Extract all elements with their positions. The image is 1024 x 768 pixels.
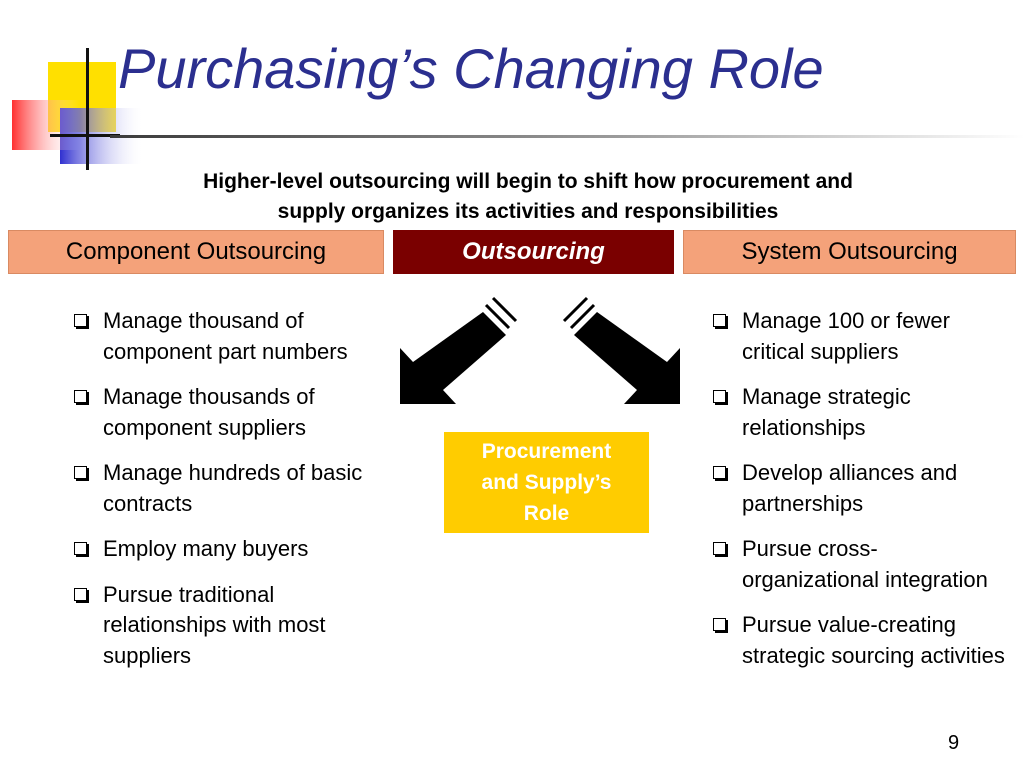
system-outsourcing-list: Manage 100 or fewer critical suppliers M… — [711, 306, 1011, 686]
checkbox-bullet-icon — [74, 542, 87, 555]
subtitle-line-1: Higher-level outsourcing will begin to s… — [203, 170, 853, 193]
role-box-line-3: Role — [523, 502, 570, 525]
checkbox-bullet-icon — [713, 542, 726, 555]
title-rule — [110, 135, 1024, 138]
role-box-line-2: and Supply’s — [481, 471, 612, 494]
page-number: 9 — [948, 732, 960, 754]
logo-vertical-line — [86, 48, 89, 170]
list-item: Manage thousands of component suppliers — [72, 382, 372, 443]
list-item: Manage 100 or fewer critical suppliers — [711, 306, 1011, 367]
outsourcing-arrows — [400, 296, 680, 404]
list-item: Pursue value-creating strategic sourcing… — [711, 610, 1011, 671]
checkbox-bullet-icon — [74, 390, 87, 403]
outsourcing-box: Outsourcing — [393, 230, 674, 274]
arrow-right-down-icon — [562, 296, 680, 404]
role-box-line-1: Procurement — [481, 440, 612, 463]
slide-subtitle: Higher-level outsourcing will begin to s… — [110, 167, 946, 227]
list-item: Employ many buyers — [72, 534, 372, 565]
logo-horizontal-line — [50, 134, 120, 137]
checkbox-bullet-icon — [713, 314, 726, 327]
checkbox-bullet-icon — [74, 587, 87, 601]
system-outsourcing-box: System Outsourcing — [683, 230, 1016, 274]
checkbox-bullet-icon — [713, 618, 726, 631]
component-outsourcing-box: Component Outsourcing — [8, 230, 384, 274]
slide-title: Purchasing’s Changing Role — [118, 37, 824, 100]
subtitle-line-2: supply organizes its activities and resp… — [277, 200, 779, 223]
checkbox-bullet-icon — [713, 466, 726, 479]
component-outsourcing-list: Manage thousand of component part number… — [72, 306, 372, 686]
arrow-left-down-icon — [400, 296, 518, 404]
list-item: Manage strategic relationships — [711, 382, 1011, 443]
list-item: Pursue traditional relationships with mo… — [72, 580, 372, 672]
procurement-role-box: Procurement and Supply’s Role — [444, 432, 649, 533]
list-item: Manage thousand of component part number… — [72, 306, 372, 367]
logo-red-square — [12, 100, 80, 150]
checkbox-bullet-icon — [713, 390, 726, 403]
checkbox-bullet-icon — [74, 466, 87, 479]
list-item: Pursue cross-organizational integration — [711, 534, 1011, 595]
list-item: Manage hundreds of basic contracts — [72, 458, 372, 519]
checkbox-bullet-icon — [74, 314, 87, 327]
list-item: Develop alliances and partnerships — [711, 458, 1011, 519]
